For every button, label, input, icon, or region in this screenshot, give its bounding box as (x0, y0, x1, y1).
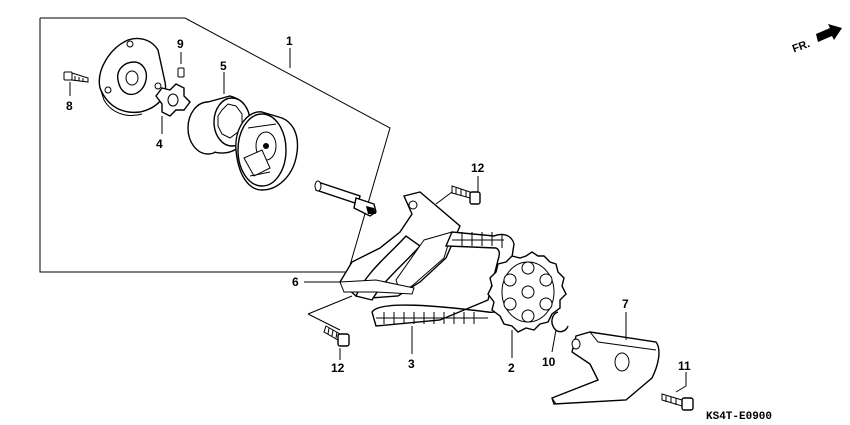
circlip-part-10: 10 (542, 311, 569, 369)
callout-1: 1 (286, 34, 293, 48)
sprocket-part-2: 2 (487, 251, 567, 375)
chain-guide-part-6: 6 (292, 191, 461, 331)
callout-6: 6 (292, 275, 299, 289)
callout-2: 2 (508, 361, 515, 375)
callout-11: 11 (678, 359, 691, 373)
drive-chain-part-3: 3 (371, 231, 515, 371)
callout-8: 8 (66, 99, 73, 113)
callout-12-upper: 12 (471, 161, 485, 175)
callout-3: 3 (408, 357, 415, 371)
callout-12-lower: 12 (331, 361, 345, 375)
bolt-part-12-lower: 12 (323, 325, 350, 375)
bolt-part-12-upper: 12 (435, 161, 485, 205)
callout-10: 10 (542, 355, 556, 369)
direction-label: FR. (791, 38, 812, 55)
oil-pump-assembly-frame (39, 17, 391, 273)
callout-9: 9 (177, 37, 184, 51)
pump-shaft (314, 180, 377, 217)
bolt-part-11: 11 (661, 359, 694, 411)
callout-7: 7 (622, 297, 629, 311)
front-direction-indicator: FR. (791, 24, 842, 55)
pump-body (235, 111, 299, 191)
cover-plate-part-7: 7 (551, 297, 660, 405)
diagram-code: KS4T-E0900 (706, 411, 772, 423)
chain-links (383, 232, 503, 324)
callout-4: 4 (156, 137, 163, 151)
screw-part-8: 8 (63, 71, 89, 113)
front-arrow-icon (816, 24, 842, 42)
inner-rotor-part-4: 4 (155, 83, 191, 151)
callout-group-1: 1 (286, 34, 293, 68)
callout-5: 5 (220, 59, 227, 73)
pump-cover (98, 37, 167, 116)
dowel-pin-part-9: 9 (177, 37, 185, 78)
